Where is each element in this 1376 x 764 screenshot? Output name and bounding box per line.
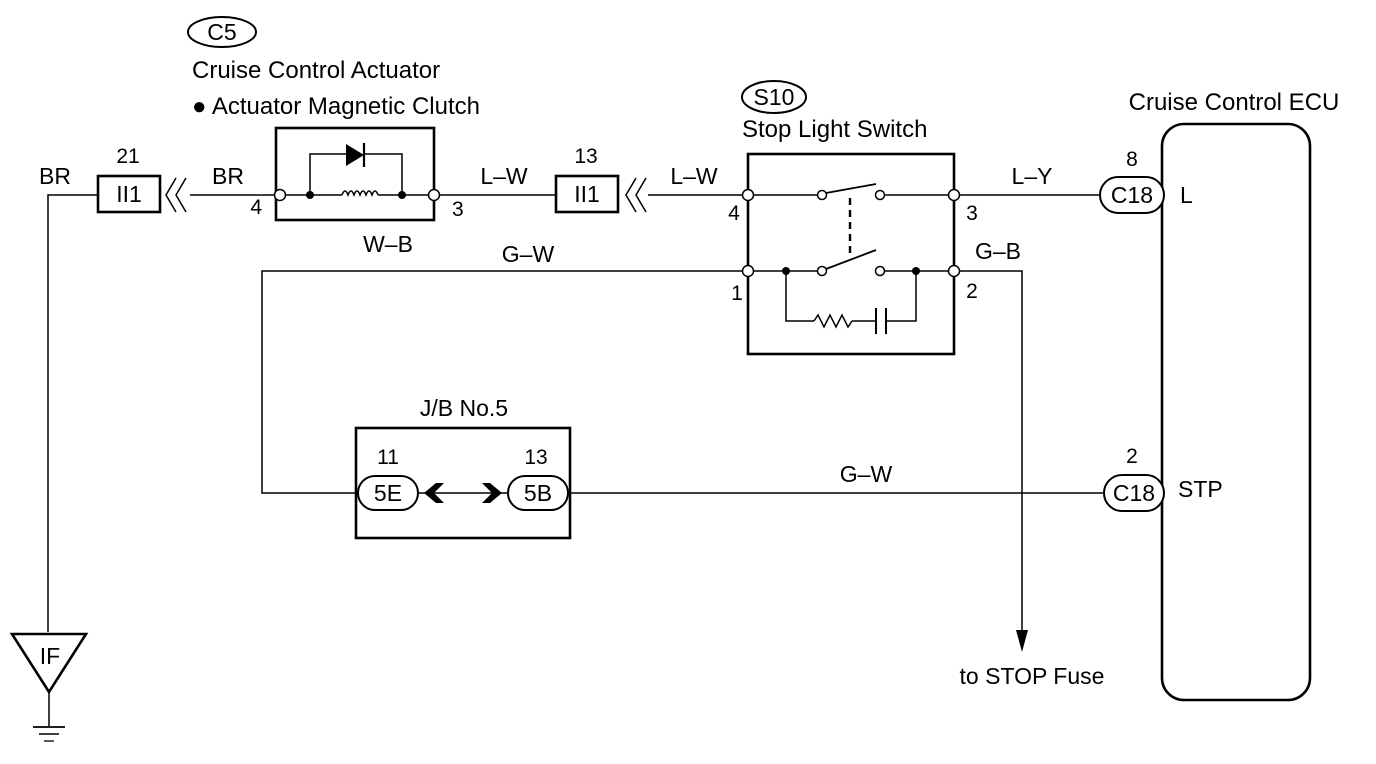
fuse-label: to STOP Fuse (960, 663, 1105, 689)
switch-code-badge (741, 80, 807, 114)
switch-contact-upper (825, 183, 877, 194)
svg-text:1: 1 (731, 282, 743, 305)
actuator-code-badge (187, 16, 257, 48)
wire-label-gw-top: G–W (502, 241, 555, 267)
ecu-box (1160, 122, 1312, 702)
svg-text:2: 2 (966, 280, 978, 303)
switch-box (746, 152, 956, 356)
actuator-pin-3 (427, 188, 441, 202)
ecu-terminal-stp: STP (1178, 476, 1223, 502)
actuator-box (274, 126, 436, 222)
svg-text:8: 8 (1126, 148, 1138, 171)
switch-contact-lower (825, 249, 877, 270)
ground-if: IF (9, 632, 89, 742)
actuator-pin-left-label: 4 (250, 196, 262, 219)
ground-code: IF (40, 643, 60, 669)
svg-text:3: 3 (966, 202, 978, 225)
svg-text:11: 11 (377, 446, 399, 469)
actuator-title: Cruise Control Actuator (192, 57, 440, 84)
connector-chevron-icon (625, 177, 647, 213)
jb-chevron-left-icon (424, 483, 444, 503)
resistor-icon (813, 313, 853, 329)
jb-box (354, 426, 572, 540)
actuator-code: C5 (207, 19, 236, 45)
svg-text:13: 13 (524, 446, 547, 469)
switch-pin-4 (741, 188, 755, 202)
svg-text:4: 4 (728, 202, 740, 225)
stop-light-switch: S10 Stop Light Switch 4 3 1 2 (728, 80, 978, 356)
svg-text:C18: C18 (1113, 480, 1155, 506)
jb-chevron-right-icon (482, 483, 502, 503)
ecu-connector-top (1099, 176, 1165, 214)
svg-text:C18: C18 (1111, 182, 1153, 208)
wire-gb (958, 270, 1023, 630)
connector-chevron-icon (165, 177, 187, 213)
wire-label-lw-left: L–W (480, 163, 528, 189)
svg-text:5E: 5E (374, 480, 402, 506)
ecu-terminal-l: L (1180, 182, 1193, 208)
switch-pin-3 (947, 188, 961, 202)
cruise-control-actuator: C5 Cruise Control Actuator ● Actuator Ma… (187, 16, 480, 257)
actuator-subtitle: ● Actuator Magnetic Clutch (192, 93, 480, 120)
coil-icon (341, 190, 379, 198)
switch-pin-1 (741, 264, 755, 278)
wire-label-gb: G–B (975, 238, 1021, 264)
actuator-ground-wire-label: W–B (363, 231, 413, 257)
wire-label-br-right: BR (212, 163, 244, 189)
actuator-pin-right-label: 3 (452, 198, 464, 221)
svg-text:II1: II1 (574, 181, 600, 207)
ecu-title: Cruise Control ECU (1129, 89, 1340, 116)
wire-label-gw-bottom: G–W (840, 461, 893, 487)
jb-title: J/B No.5 (420, 395, 508, 421)
switch-pin-2 (947, 264, 961, 278)
wire-br-ground (47, 194, 98, 632)
ground-triangle (9, 632, 89, 695)
fuse-arrow-icon (1016, 630, 1028, 652)
diode-icon (346, 144, 364, 166)
svg-text:21: 21 (116, 145, 139, 168)
svg-text:II1: II1 (116, 181, 142, 207)
actuator-pin-4 (273, 188, 287, 202)
splice-connector-13: 13 II1 (554, 145, 647, 214)
splice-connector-21: 21 II1 (96, 145, 187, 214)
wire-label-lw-right: L–W (670, 163, 718, 189)
switch-code: S10 (754, 84, 795, 110)
wire-gw-top (261, 270, 744, 494)
svg-text:2: 2 (1126, 445, 1138, 468)
wires (47, 194, 1104, 652)
wire-label-br-left: BR (39, 163, 71, 189)
wire-label-ly: L–Y (1012, 163, 1053, 189)
switch-title: Stop Light Switch (742, 116, 927, 143)
ecu-connector-bottom (1103, 474, 1165, 512)
junction-block: J/B No.5 11 13 5E 5B (354, 395, 572, 540)
svg-text:13: 13 (574, 145, 597, 168)
cruise-control-ecu: Cruise Control ECU 8 C18 L 2 C18 STP (1099, 89, 1340, 702)
svg-text:5B: 5B (524, 480, 552, 506)
